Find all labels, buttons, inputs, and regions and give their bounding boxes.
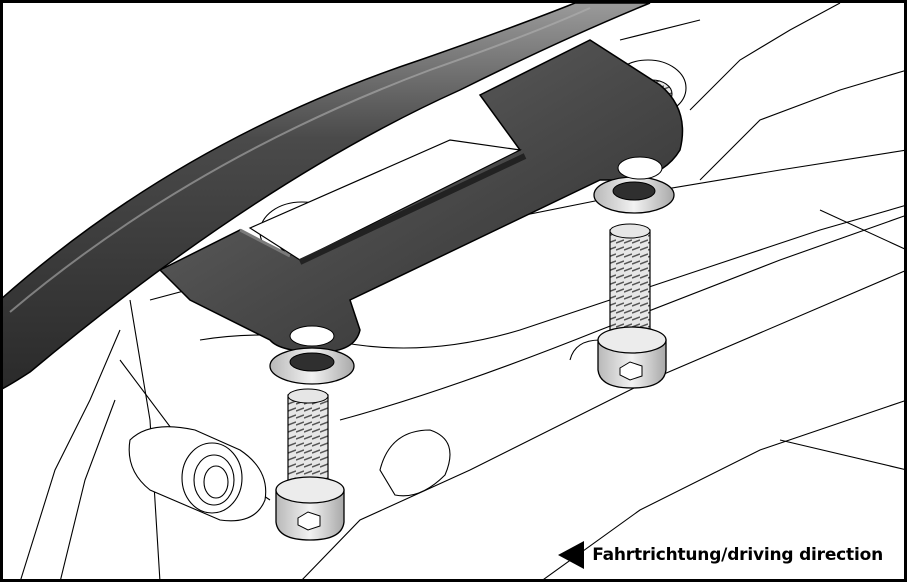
driving-direction-caption: Fahrtrichtung/driving direction xyxy=(558,541,883,569)
bolt-right xyxy=(597,223,667,389)
mounting-bracket xyxy=(158,39,684,353)
washer-left xyxy=(269,325,355,385)
side-lug xyxy=(128,426,267,522)
caption-text: Fahrtrichtung/driving direction xyxy=(592,545,883,565)
grab-bar xyxy=(0,2,651,391)
bolt-left xyxy=(275,388,345,541)
washer-right xyxy=(593,156,675,214)
arrow-left-triangle-icon xyxy=(558,541,585,569)
